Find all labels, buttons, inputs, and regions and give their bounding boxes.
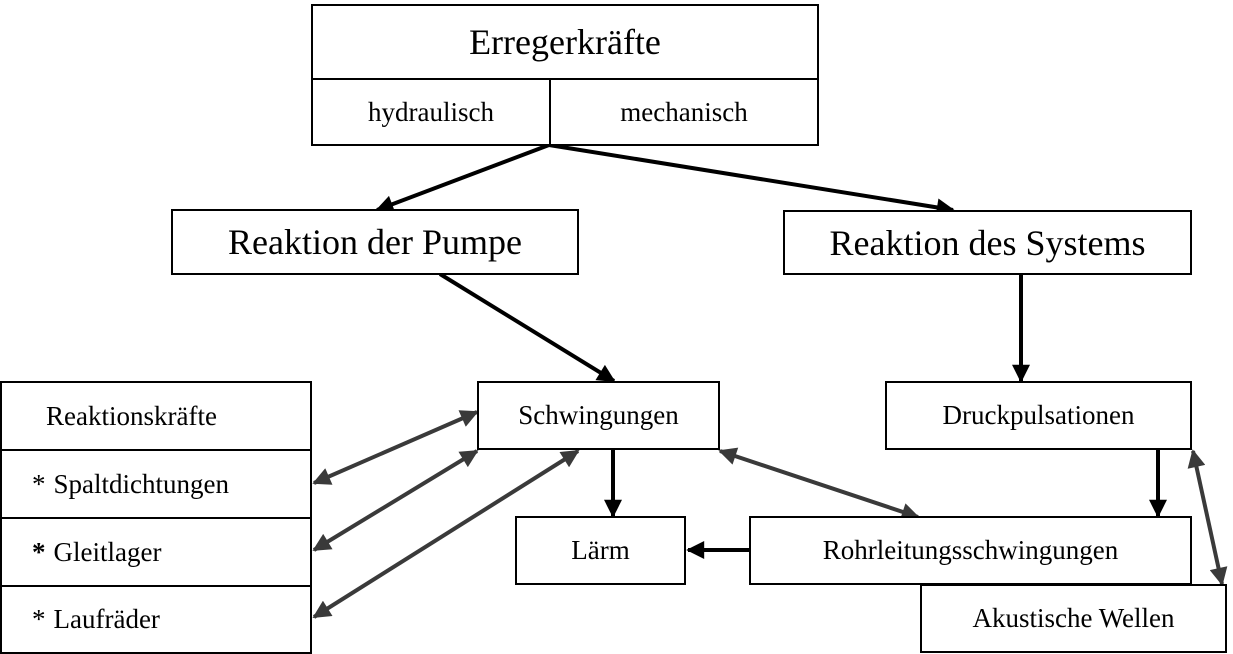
erreger-mechanisch: mechanisch [620, 96, 748, 127]
list-divider-3 [2, 585, 310, 587]
reaktionskraefte-box: Reaktionskräfte * Spaltdichtungen * Glei… [0, 381, 312, 654]
list-item-laufraeder: * Laufräder [2, 587, 310, 652]
druckpulsationen-box: Druckpulsationen [885, 381, 1192, 450]
erregerkraefte-title: Erregerkräfte [469, 22, 661, 62]
arrow-druck-akustik [1187, 449, 1228, 586]
item-label: Gleitlager [53, 536, 162, 567]
erregerkraefte-box: Erregerkräfte hydraulisch mechanisch [311, 4, 819, 146]
item-label: Spaltdichtungen [53, 468, 229, 499]
reaktionskraefte-title: Reaktionskräfte [46, 400, 217, 431]
bullet-asterisk: * [32, 604, 46, 634]
erreger-hydraulisch: hydraulisch [368, 96, 494, 127]
bullet-asterisk: * [32, 536, 46, 567]
arrow-erreger-to-system [548, 143, 955, 217]
list-item-spaltdichtungen: * Spaltdichtungen [2, 451, 310, 517]
laerm-box: Lärm [515, 516, 686, 585]
rohrleitungsschwingungen-box: Rohrleitungsschwingungen [749, 516, 1192, 585]
list-item-gleitlager: * Gleitlager [2, 519, 310, 585]
arrow-pumpe-to-schwingungen [438, 272, 616, 383]
list-divider-1 [2, 449, 310, 451]
arrow-schwingungen-rohr [718, 447, 920, 521]
arrow-schwingungen-gleitlager [312, 449, 479, 552]
schwingungen-box: Schwingungen [477, 381, 720, 450]
akustische-wellen-box: Akustische Wellen [920, 584, 1227, 653]
erreger-v-divider [549, 78, 551, 144]
arrow-erreger-to-pumpe [375, 143, 550, 213]
item-label: Laufräder [53, 604, 160, 634]
arrow-schwingungen-spaltdichtungen [312, 410, 479, 485]
erreger-h-divider [313, 78, 817, 80]
reaktion-pumpe-box: Reaktion der Pumpe [171, 209, 579, 275]
bullet-asterisk: * [32, 468, 46, 499]
reaktion-system-box: Reaktion des Systems [783, 210, 1192, 275]
list-divider-2 [2, 517, 310, 519]
